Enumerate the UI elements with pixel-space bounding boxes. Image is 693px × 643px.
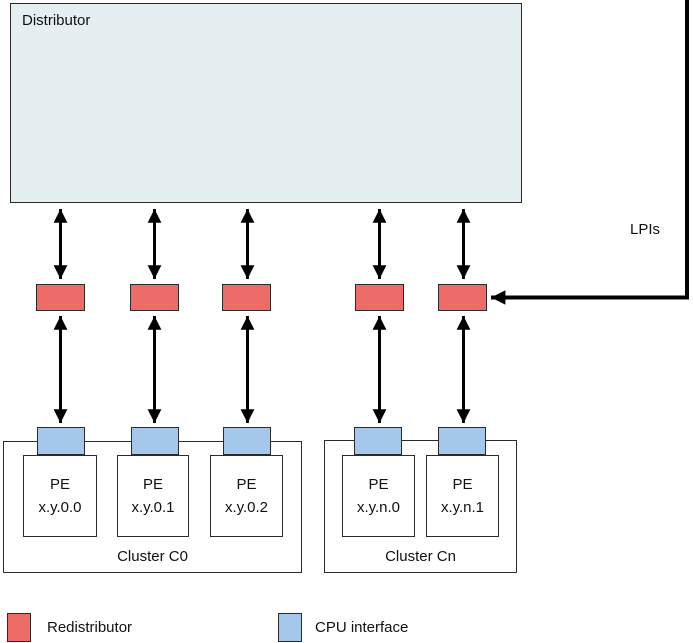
redistributor-swatch-icon xyxy=(7,613,31,642)
legend-item-cpu-interface: CPU interface xyxy=(278,613,408,642)
pe-name: PE xyxy=(49,476,70,493)
cpu-interface-box xyxy=(223,427,271,455)
pe-id: x.y.0.1 xyxy=(131,499,175,516)
cpu-interface-swatch-icon xyxy=(278,613,302,642)
pe-box: PE x.y.n.1 xyxy=(426,455,499,537)
redistributor-box xyxy=(130,284,179,311)
lpis-label: LPIs xyxy=(629,221,660,238)
redistributor-cpu-arrows xyxy=(53,316,471,423)
pe-id: x.y.n.0 xyxy=(356,499,401,516)
cluster-c0-label: Cluster C0 xyxy=(117,548,188,565)
cpu-interface-box xyxy=(354,427,402,455)
pe-name: PE xyxy=(368,476,389,493)
pe-id: x.y.0.0 xyxy=(38,499,82,516)
redistributor-box xyxy=(355,284,404,311)
pe-id: x.y.0.2 xyxy=(224,499,269,516)
cpu-interface-box xyxy=(37,427,85,455)
pe-name: PE xyxy=(236,476,257,493)
redistributor-box xyxy=(438,284,487,311)
redistributor-box xyxy=(222,284,271,311)
legend-label: Redistributor xyxy=(47,619,133,636)
pe-box: PE x.y.0.1 xyxy=(117,455,189,537)
cpu-interface-box xyxy=(438,427,486,455)
distributor-label: Distributor xyxy=(22,12,91,29)
cpu-interface-box xyxy=(131,427,179,455)
pe-name: PE xyxy=(452,476,473,493)
pe-box: PE x.y.0.2 xyxy=(210,455,283,537)
distributor-redistributor-arrows xyxy=(53,209,471,279)
pe-box: PE x.y.n.0 xyxy=(342,455,415,537)
legend-item-redistributor: Redistributor xyxy=(7,613,132,642)
pe-name: PE xyxy=(142,476,163,493)
redistributor-box xyxy=(36,284,85,311)
legend-label: CPU interface xyxy=(315,619,409,636)
cluster-cn-label: Cluster Cn xyxy=(385,548,456,565)
pe-id: x.y.n.1 xyxy=(440,499,485,516)
distributor-box: Distributor xyxy=(10,3,522,203)
pe-box: PE x.y.0.0 xyxy=(23,455,97,537)
